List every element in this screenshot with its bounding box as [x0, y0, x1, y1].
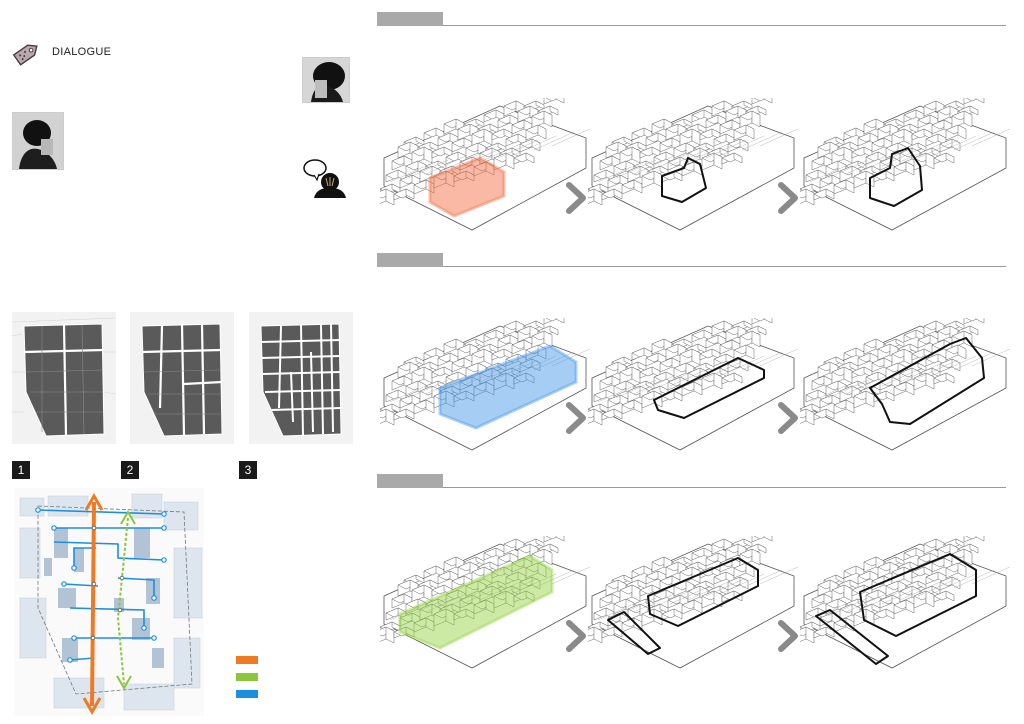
section-tab-1 — [377, 12, 443, 26]
iso-diagram-row3-step2 — [581, 529, 801, 676]
iso-diagram-svg-row3-step3 — [793, 529, 1013, 669]
chevron-right-icon — [778, 402, 800, 434]
section-tab-2 — [377, 253, 443, 267]
iso-diagram-row2-step1 — [373, 311, 593, 458]
section-divider-3 — [443, 487, 1006, 488]
panel-number-1: 1 — [12, 461, 30, 479]
iso-diagram-svg-row2-step3 — [793, 311, 1013, 451]
dialogue-title: DIALOGUE — [52, 46, 112, 58]
iso-diagram-svg-row1-step3 — [793, 91, 1013, 231]
block-pattern-panel-2 — [130, 312, 234, 444]
legend-swatch-green — [236, 673, 258, 681]
iso-diagram-row2-step2 — [581, 311, 801, 458]
iso-diagram-svg-row2-step2 — [581, 311, 801, 451]
portrait-icon — [302, 57, 350, 103]
tag-icon — [12, 40, 42, 66]
panel-number-2: 2 — [121, 461, 139, 479]
iso-diagram-row3-step3 — [793, 529, 1013, 676]
block-pattern-panel-3 — [249, 312, 353, 444]
chevron-right-icon — [566, 182, 588, 214]
iso-diagram-row3-step1 — [373, 529, 593, 676]
portrait-icon — [12, 112, 64, 170]
chevron-right-icon — [778, 620, 800, 652]
chevron-right-icon — [778, 182, 800, 214]
street-network-map — [14, 488, 204, 716]
chevron-right-icon — [566, 620, 588, 652]
legend-swatch-orange — [236, 656, 258, 664]
iso-diagram-svg-row2-step1 — [373, 311, 593, 451]
iso-diagram-svg-row1-step1 — [373, 91, 593, 231]
section-divider-2 — [443, 266, 1006, 267]
iso-diagram-row1-step2 — [581, 91, 801, 238]
iso-diagram-svg-row3-step1 — [373, 529, 593, 669]
iso-diagram-svg-row3-step2 — [581, 529, 801, 669]
speech-bubble-icon — [302, 158, 348, 198]
iso-diagram-row1-step3 — [793, 91, 1013, 238]
iso-diagram-row1-step1 — [373, 91, 593, 238]
block-pattern-panel-1 — [11, 312, 117, 444]
chevron-right-icon — [566, 402, 588, 434]
iso-diagram-row2-step3 — [793, 311, 1013, 458]
panel-number-3: 3 — [239, 461, 257, 479]
iso-diagram-svg-row1-step2 — [581, 91, 801, 231]
section-tab-3 — [377, 474, 443, 488]
section-divider-1 — [443, 25, 1006, 26]
legend-swatch-blue — [236, 690, 258, 698]
